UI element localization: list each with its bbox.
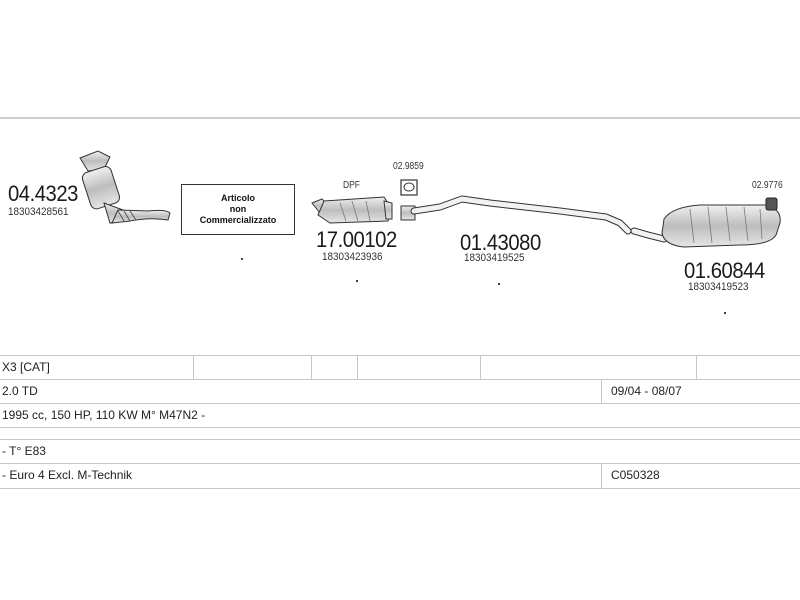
part-ref-rear-silencer: 18303419523 — [688, 281, 749, 293]
type-cell: - T° E83 — [2, 444, 46, 458]
part-code-catalyst[interactable]: 04.4323 — [8, 181, 78, 206]
table-row-notes: - Euro 4 Excl. M-Technik C050328 — [0, 463, 800, 489]
exhaust-parts-drawing — [79, 150, 781, 248]
catalytic-converter-drawing[interactable] — [79, 150, 171, 224]
middle-pipe-drawing[interactable] — [400, 195, 632, 235]
part-ref-dpf: 18303423936 — [322, 251, 383, 263]
not-sold-line1: Articolo — [220, 193, 255, 203]
gasket-drawing[interactable] — [400, 179, 418, 196]
part-code-rubber-mount[interactable]: 02.9776 — [752, 180, 783, 191]
table-row-spacer — [0, 427, 800, 440]
marker-dot — [498, 283, 500, 285]
catalog-code-cell: C050328 — [611, 468, 660, 482]
marker-dot — [724, 312, 726, 314]
exhaust-diagram: 04.4323 18303428561 Articolo non Commerc… — [0, 119, 800, 355]
period-cell: 09/04 - 08/07 — [611, 384, 682, 398]
not-sold-line2: non — [229, 204, 247, 214]
part-code-dpf[interactable]: 17.00102 — [316, 227, 397, 252]
specs-cell: 1995 cc, 150 HP, 110 KW M° M47N2 - — [2, 408, 206, 422]
table-row-model: X3 [CAT] — [0, 355, 800, 380]
frame-top-line — [0, 117, 800, 119]
not-sold-line3: Commercializzato — [199, 215, 277, 225]
model-cell: X3 [CAT] — [2, 360, 50, 374]
part-code-rear-silencer[interactable]: 01.60844 — [684, 258, 765, 283]
marker-dot — [241, 258, 243, 260]
part-code-middle-pipe[interactable]: 01.43080 — [460, 230, 541, 255]
rubber-mount-drawing[interactable] — [765, 197, 778, 211]
marker-dot — [356, 280, 358, 282]
table-row-engine: 2.0 TD 09/04 - 08/07 — [0, 379, 800, 404]
rear-silencer-drawing[interactable] — [630, 204, 781, 248]
dpf-filter-drawing[interactable] — [311, 196, 393, 224]
part-ref-middle-pipe: 18303419525 — [464, 252, 525, 264]
engine-cell: 2.0 TD — [2, 384, 38, 398]
not-sold-box: Articolo non Commercializzato — [181, 184, 295, 235]
table-row-type: - T° E83 — [0, 439, 800, 464]
part-ref-catalyst: 18303428561 — [8, 206, 69, 218]
notes-cell: - Euro 4 Excl. M-Technik — [2, 468, 133, 482]
dpf-label: DPF — [343, 180, 360, 191]
part-code-gasket[interactable]: 02.9859 — [393, 161, 424, 172]
table-row-specs: 1995 cc, 150 HP, 110 KW M° M47N2 - — [0, 403, 800, 428]
